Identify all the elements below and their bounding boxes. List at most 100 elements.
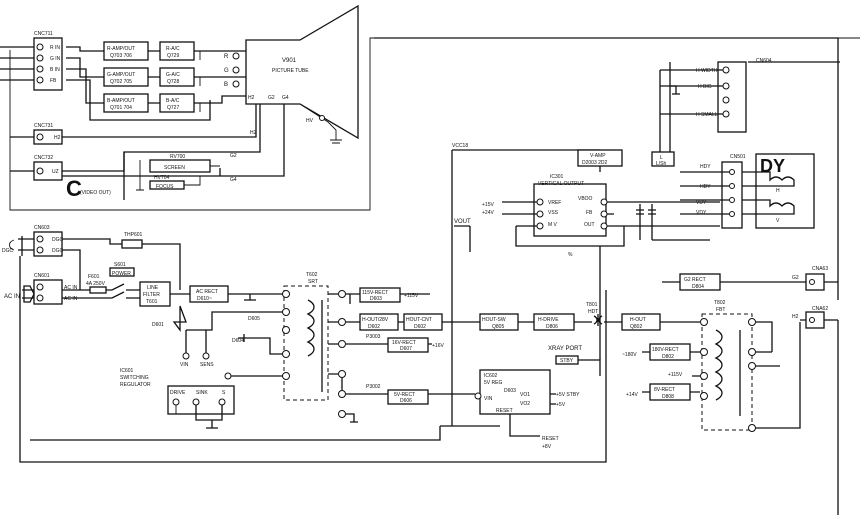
v-amp-label: V-AMP [590, 153, 606, 159]
ic301-label: IC301 [550, 174, 564, 180]
t602-srt-outline [283, 285, 329, 401]
t801-label: T801 [586, 302, 598, 308]
cn603-pin-dgc1: DGC [52, 237, 64, 243]
ic602-pin-vo1: VO1 [520, 392, 530, 398]
section-c-letter: C [66, 176, 82, 201]
v16-label: +16V [432, 343, 444, 349]
cnc711-pin-b-in: B IN [50, 67, 60, 73]
rect-8v-label: 8V-RECT [654, 387, 675, 393]
tube-h2-pin: H2 [248, 95, 255, 101]
ic301-pin-fb: FB [586, 210, 593, 216]
ic601-desc-2: REGULATOR [120, 382, 151, 388]
tube-ref: V901 [282, 58, 297, 64]
rect-16v-block [387, 337, 429, 353]
ic601-pin-drive: DRIVE [170, 390, 186, 396]
rect-115v-part: D603 [370, 296, 382, 302]
thp601-thermistor [121, 239, 143, 249]
rect-5v-part: D606 [400, 398, 412, 404]
cnc711-pin-r-in: R IN [50, 45, 60, 51]
power-label: POWER [112, 271, 131, 277]
tube-label: PICTURE TUBE [272, 68, 309, 74]
vdy-pin-label: VDY [696, 200, 707, 206]
g-ac-label: G-A/C [166, 72, 180, 78]
v-amp-part: D2003 2D2 [582, 160, 608, 166]
thp601-label: THP601 [124, 232, 143, 238]
t602-label: T602 [306, 272, 318, 278]
v115-label: +115V [404, 293, 419, 299]
d601-label: D601 [152, 322, 164, 328]
tube-pin-r: R [224, 54, 229, 60]
ic602-d603: D603 [504, 388, 516, 394]
focus-label: FOCUS [156, 184, 174, 190]
v-coil-label: V [776, 218, 780, 224]
s601-label: S601 [114, 262, 126, 268]
t802-label: T802 [714, 300, 726, 306]
vdy1-pin-label: VDY [696, 210, 707, 216]
hout-28v-part: D602 [368, 324, 380, 330]
ac-rect-label: AC RECT [196, 289, 218, 295]
tube-pin-g: G [224, 68, 229, 74]
stby-label: STBY [560, 358, 574, 364]
hout-cnt-label: HOUT-CNT [406, 317, 432, 323]
h-big-label: H BIG [698, 84, 712, 90]
v180-label: ~180V [622, 352, 637, 358]
g-amp-part: Q702 705 [110, 79, 132, 85]
l-coil-label: L [660, 155, 663, 161]
rect-115v-label: 115V-RECT [362, 290, 388, 296]
hout-28v-label: H-OUT/28V [362, 317, 389, 323]
yoke-section: CN604 H WIDTH H BIG H SMALL L L/Sh CN501… [374, 37, 840, 515]
cn501-connector [721, 161, 743, 229]
hout-cnt-part: D602 [414, 324, 426, 330]
ic602-pin-vin: VIN [484, 396, 493, 402]
filter-label: FILTER [143, 292, 160, 298]
plus-15v-label: +15V [482, 202, 494, 208]
cn604-connector [717, 61, 747, 133]
vcc18-label: VCC18 [452, 143, 468, 149]
line-filter-label: LINE [147, 285, 159, 291]
power-supply-section: CN603 DGC DGC DGC THP601 CN601 AC IN AC … [2, 225, 607, 463]
deflection-section: VCC18 V-AMP D2003 2D2 IC301 VERTICAL OUT… [451, 143, 828, 432]
h-drive-part: D806 [546, 324, 558, 330]
r-ac-label: R-A/C [166, 46, 180, 52]
r-amp-part: Q703 706 [110, 53, 132, 59]
ic602-5v-regulator [479, 369, 551, 415]
v-amp-block [577, 149, 623, 167]
hdt-label: HDT [588, 309, 598, 315]
ic601-label: IC601 [120, 368, 134, 374]
tube-g4-pin: G4 [282, 95, 289, 101]
b-amp-label: B-AMP/OUT [107, 98, 135, 104]
h-out-part: Q802 [630, 324, 642, 330]
b-ac-part: Q727 [167, 105, 179, 111]
fuse-f601 [89, 286, 107, 294]
section-c-subtitle: (VIDEO OUT) [80, 190, 111, 196]
h-width-label: H WIDTH [696, 68, 718, 74]
g2-output-label: G2 [792, 275, 799, 281]
cnc711-pin-fb: FB [50, 78, 57, 84]
ac-rect-part: D610~ [197, 296, 212, 302]
hdy-pin-label: HDY [700, 164, 711, 170]
g4-line-label: G4 [230, 177, 237, 183]
rect-8v-part: D808 [662, 394, 674, 400]
tube-hv-pin: HV [306, 118, 314, 124]
r-ac-part: Q729 [167, 53, 179, 59]
degauss-coil-label: DGC [2, 248, 14, 254]
ic601-pin-sens: SENS [200, 362, 214, 368]
v8-label: +8V [542, 444, 552, 450]
hv704-label: HV704 [154, 175, 170, 181]
t601-label: T601 [146, 299, 158, 305]
vout-label: VOUT [454, 219, 471, 225]
ic301-desc: VERTICAL OUTPUT [538, 181, 584, 187]
fuse-rating: 4A 250V [86, 281, 106, 287]
ic601-pin-vin: VIN [180, 362, 189, 368]
ic601-pin-sink: SINK [196, 390, 208, 396]
g2-rect-part: D804 [692, 284, 704, 290]
ic301-pin-vref: VREF [548, 200, 561, 206]
cnc711-label: CNC711 [34, 31, 53, 37]
h2-line-label: H2 [250, 130, 257, 136]
xray-port-label: XRAY PORT [548, 346, 582, 352]
cn603-pin-dgc2: DGC [52, 248, 64, 254]
rv700-label: RV700 [170, 154, 185, 160]
cn601-label: CN601 [34, 273, 50, 279]
h-small-label: H SMALL [696, 112, 718, 118]
